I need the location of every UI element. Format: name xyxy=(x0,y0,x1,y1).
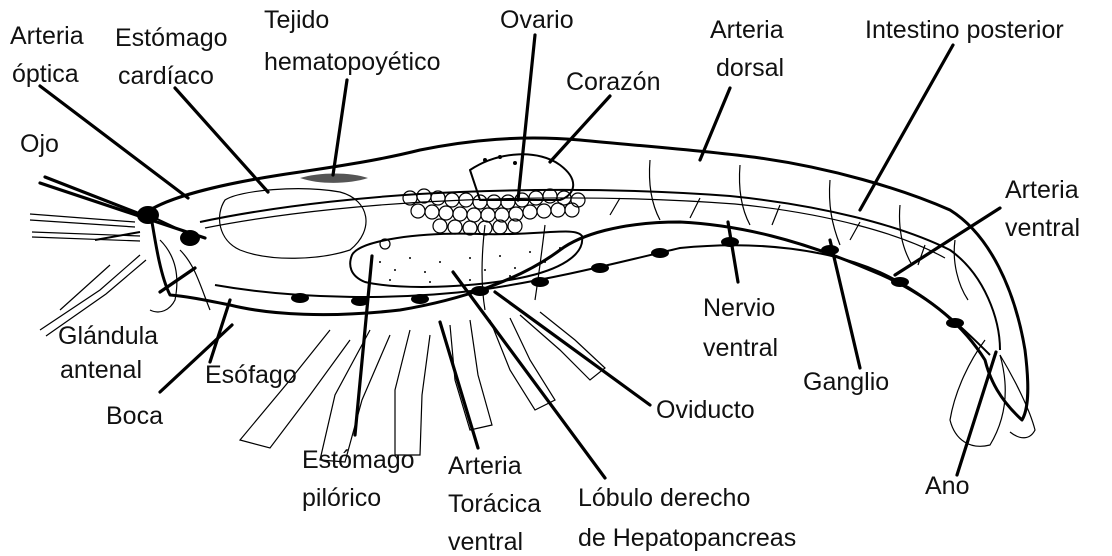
label-arteria-dorsal: Arteria dorsal xyxy=(710,16,791,82)
label-arteria-toracica-ventral: Arteria Torácica ventral xyxy=(448,452,548,556)
label-glandula-antenal: Glándula antenal xyxy=(58,322,165,384)
label-ojo: Ojo xyxy=(20,130,59,158)
label-tejido-hematopoyetico: Tejido hematopoyético xyxy=(264,6,441,76)
label-estomago-cardiaco: Estómago cardíaco xyxy=(115,24,235,90)
label-oviducto: Oviducto xyxy=(656,396,755,424)
label-lobulo-derecho-hepatopancreas: Lóbulo derecho de Hepatopancreas xyxy=(578,484,796,552)
abdominal-segments xyxy=(610,160,968,300)
label-nervio-ventral: Nervio ventral xyxy=(703,294,782,362)
label-arteria-optica: Arteria óptica xyxy=(10,22,91,88)
label-intestino-posterior: Intestino posterior xyxy=(865,16,1064,44)
label-ovario: Ovario xyxy=(500,6,574,34)
label-arteria-ventral: Arteria ventral xyxy=(1005,176,1086,242)
tail-fan xyxy=(950,340,1035,446)
label-corazon: Corazón xyxy=(566,68,661,96)
label-ganglio: Ganglio xyxy=(803,368,889,396)
label-estomago-pilorico: Estómago pilórico xyxy=(302,446,422,512)
label-boca: Boca xyxy=(106,402,163,430)
ganglia-dots xyxy=(291,237,964,328)
leader-lines xyxy=(40,35,1000,478)
ovary-drawing xyxy=(403,189,585,235)
label-esofago: Esófago xyxy=(205,361,297,389)
label-ano: Ano xyxy=(925,472,969,500)
shrimp-body xyxy=(30,138,1035,462)
antennae xyxy=(30,214,146,336)
